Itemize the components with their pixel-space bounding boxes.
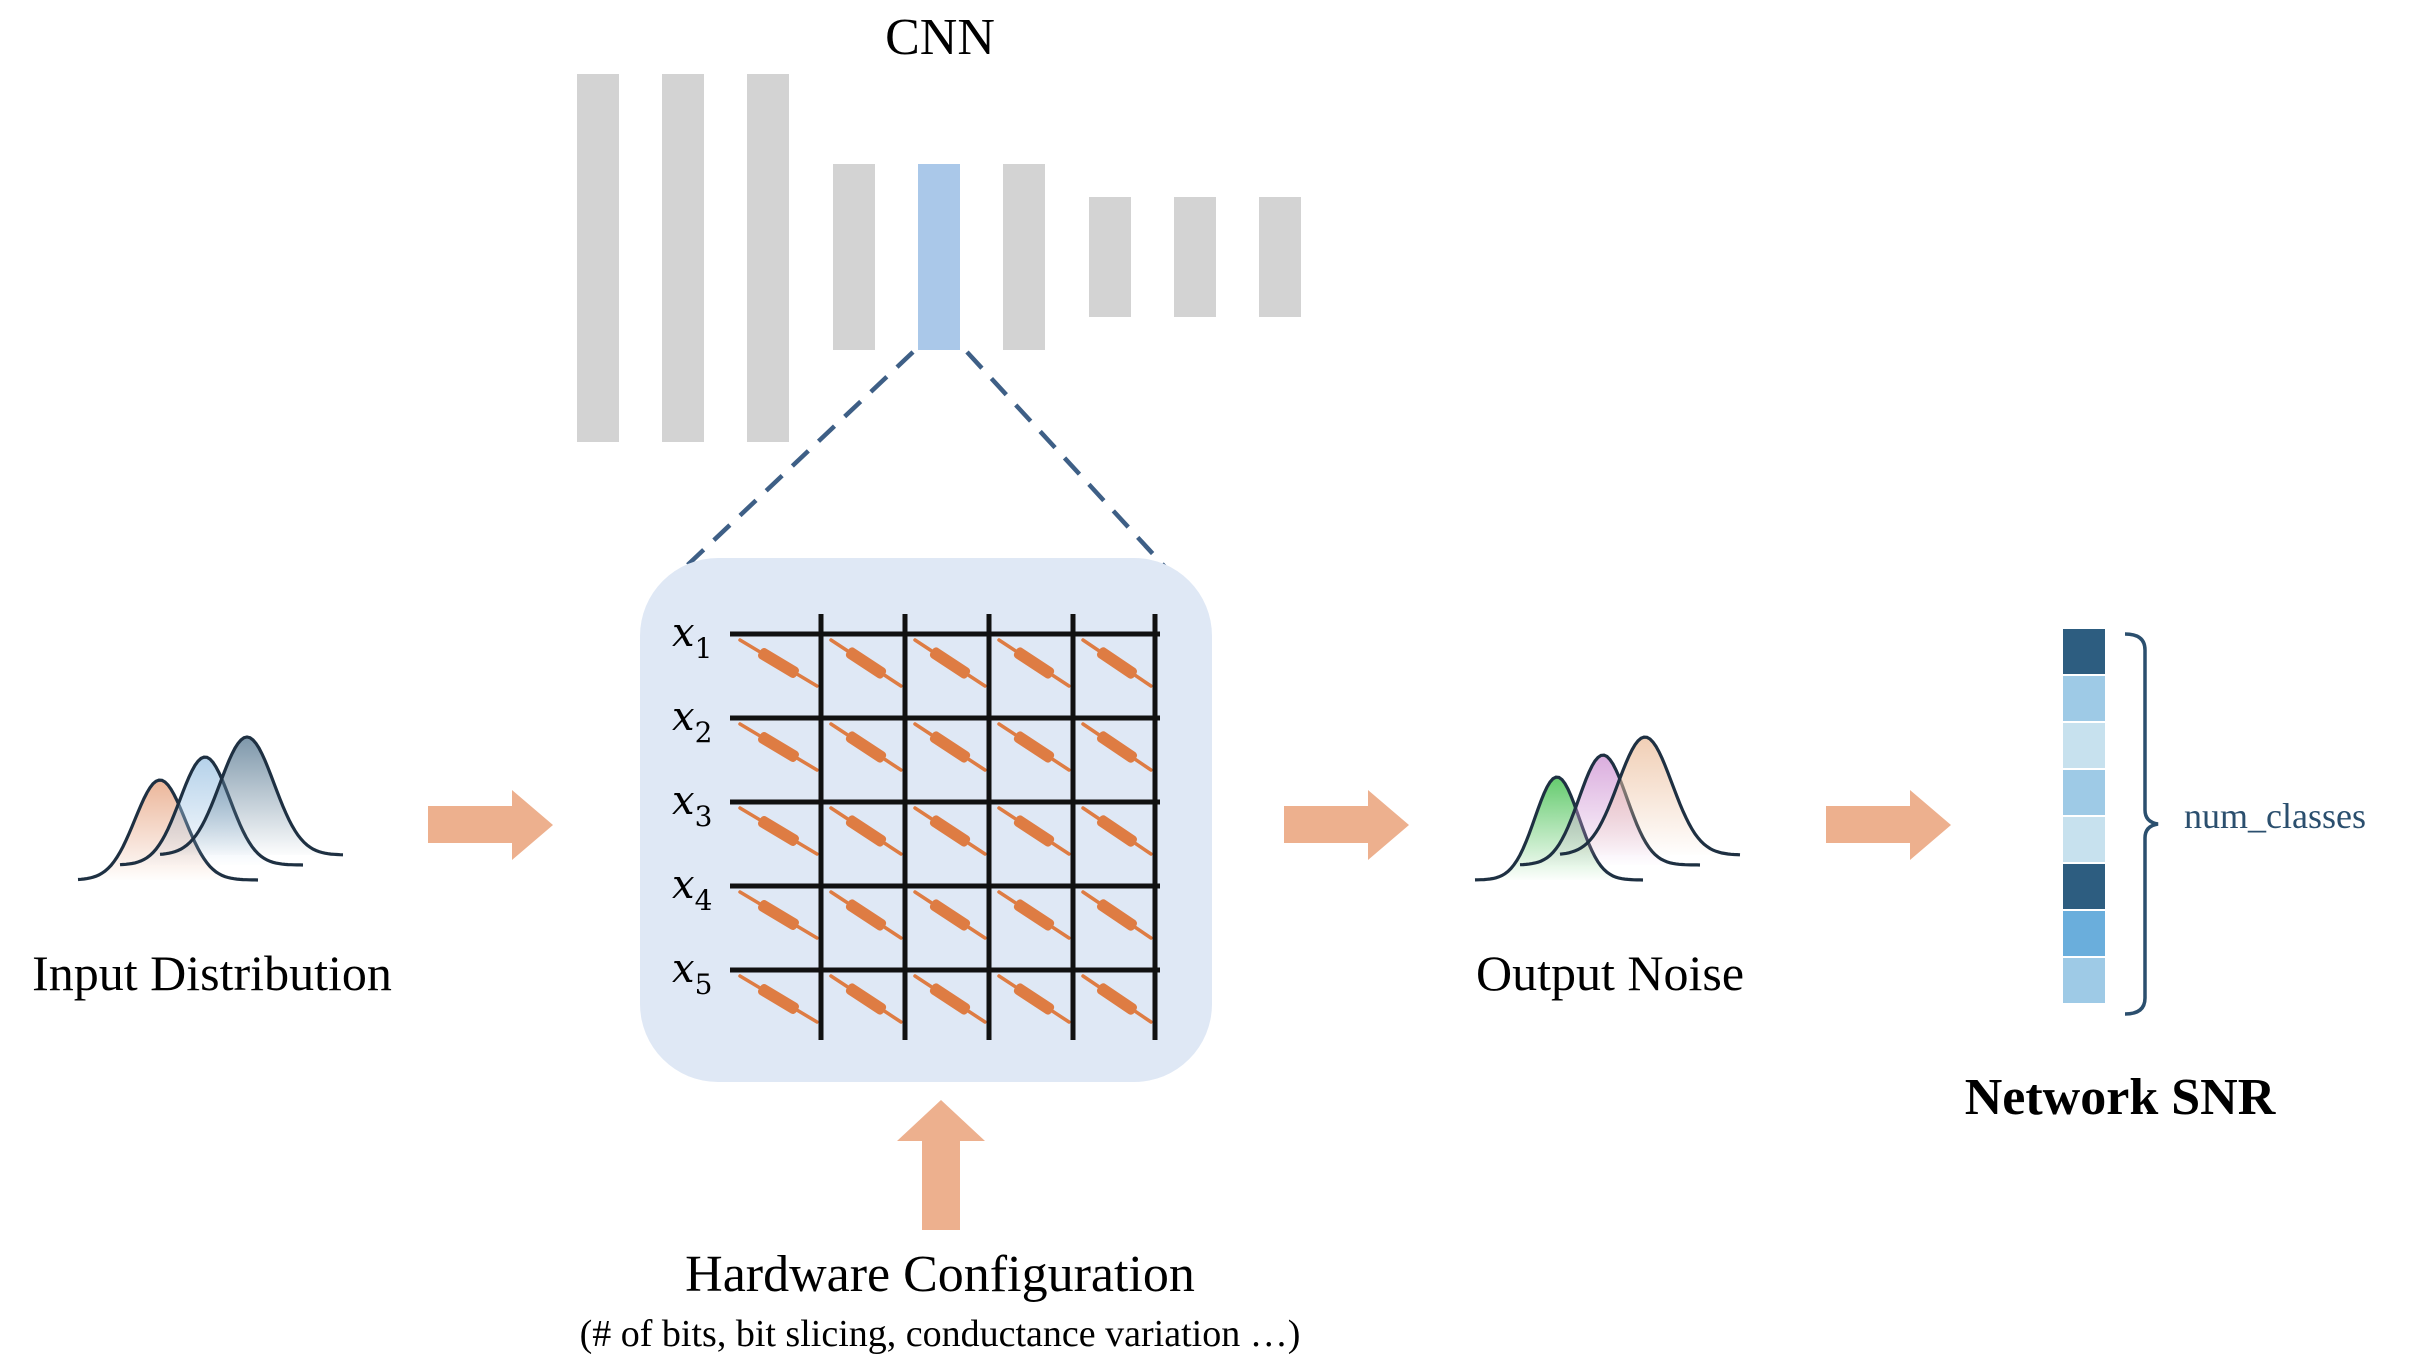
snr-vector-cell xyxy=(2061,768,2107,817)
snr-vector xyxy=(2061,627,2107,1005)
output-noise-curves xyxy=(1474,735,1741,882)
resistor xyxy=(829,974,903,1024)
input-label-x5: x5 xyxy=(672,946,712,1001)
num-classes-label: num_classes xyxy=(2184,796,2366,836)
snr-vector-cell xyxy=(2061,721,2107,770)
snr-vector-cell xyxy=(2061,815,2107,864)
resistor xyxy=(1081,638,1153,688)
resistor xyxy=(913,890,987,940)
arrow-crossbar-to-output xyxy=(1284,790,1409,860)
zoom-line-left xyxy=(657,350,915,594)
num-classes-brace xyxy=(2124,632,2159,1016)
cnn-layer xyxy=(1259,197,1301,317)
cnn-layer xyxy=(833,164,875,350)
input-label-x1: x1 xyxy=(672,610,712,665)
resistor xyxy=(829,638,903,688)
cnn-layer xyxy=(1174,197,1216,317)
snr-vector-cell xyxy=(2061,862,2107,911)
resistor xyxy=(997,974,1071,1024)
crossbar-grid xyxy=(730,614,1160,1040)
input-label-x2: x2 xyxy=(672,694,712,749)
cnn-layer xyxy=(1003,164,1045,350)
input-label-x3: x3 xyxy=(672,778,712,833)
resistor xyxy=(1081,806,1153,856)
resistor xyxy=(913,722,987,772)
snr-vector-cell xyxy=(2061,627,2107,676)
zoom-line-right xyxy=(965,350,1190,594)
snr-vector-cell xyxy=(2061,674,2107,723)
resistor xyxy=(738,806,819,856)
hardware-config-subtitle: (# of bits, bit slicing, conductance var… xyxy=(580,1313,1301,1355)
snr-vector-cell xyxy=(2061,909,2107,958)
output-noise-curve xyxy=(1559,735,1741,857)
cnn-title: CNN xyxy=(885,9,995,66)
cnn-layer xyxy=(1089,197,1131,317)
cnn-layers xyxy=(577,74,1301,442)
resistor xyxy=(738,722,819,772)
resistor xyxy=(997,806,1071,856)
resistor xyxy=(738,638,819,688)
resistor xyxy=(913,638,987,688)
input-distribution-curves xyxy=(77,735,345,882)
output-noise-curve xyxy=(1474,775,1645,882)
resistor xyxy=(738,890,819,940)
arrow-input-to-crossbar xyxy=(428,790,553,860)
resistor xyxy=(913,806,987,856)
resistor xyxy=(1081,974,1153,1024)
resistor xyxy=(997,638,1071,688)
resistor xyxy=(913,974,987,1024)
resistor xyxy=(829,722,903,772)
input-distribution-label: Input Distribution xyxy=(32,945,392,1001)
network-snr-label: Network SNR xyxy=(1965,1069,2277,1126)
resistor xyxy=(738,974,819,1024)
crossbar-panel xyxy=(640,558,1212,1082)
resistor xyxy=(1081,890,1153,940)
hardware-config-title: Hardware Configuration xyxy=(685,1246,1195,1303)
resistor xyxy=(997,722,1071,772)
input-label-x4: x4 xyxy=(672,862,712,917)
cnn-layer xyxy=(747,74,789,442)
resistor xyxy=(829,806,903,856)
crossbar-resistors xyxy=(738,638,1153,1024)
cnn-layer xyxy=(662,74,704,442)
crossbar-input-labels: x1 x2 x3 x4 x5 xyxy=(672,610,712,1001)
cnn-layer xyxy=(577,74,619,442)
output-noise-label: Output Noise xyxy=(1476,945,1744,1001)
resistor xyxy=(829,890,903,940)
cnn-layer-highlighted xyxy=(918,164,960,350)
snr-vector-cell xyxy=(2061,956,2107,1005)
arrow-output-to-snr xyxy=(1826,790,1951,860)
resistor xyxy=(997,890,1071,940)
resistor xyxy=(1081,722,1153,772)
arrow-hardware-to-crossbar xyxy=(897,1100,985,1230)
input-distribution-curve xyxy=(159,735,345,857)
